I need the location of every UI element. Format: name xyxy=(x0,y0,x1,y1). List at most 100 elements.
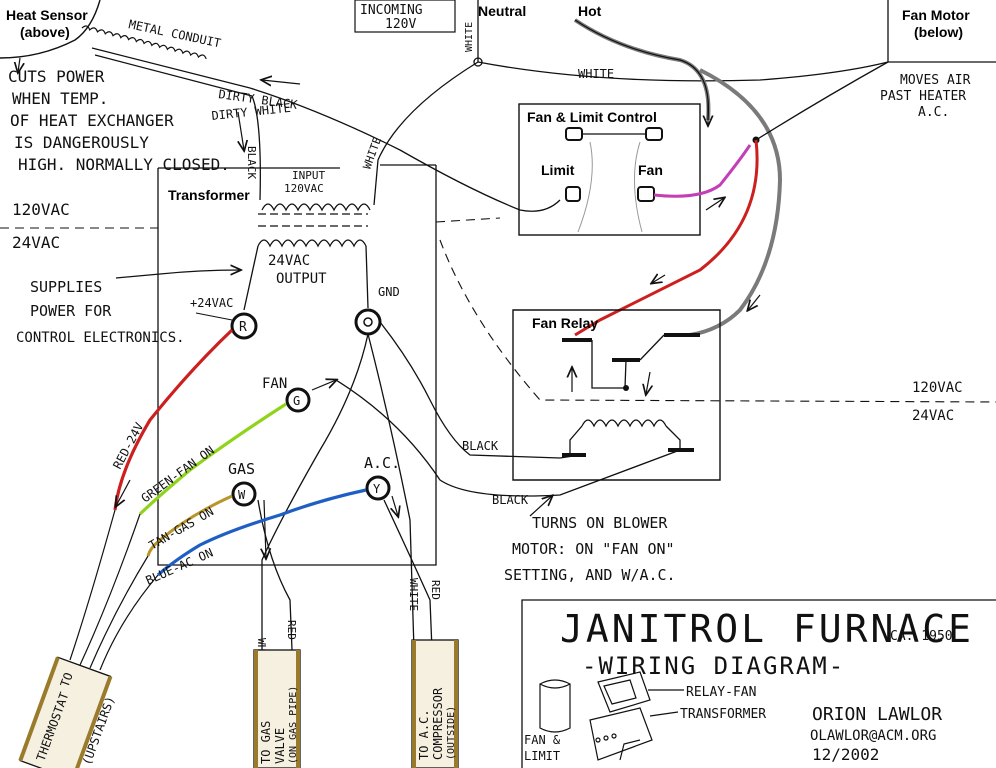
fan-terminal xyxy=(637,186,655,202)
tan-wire xyxy=(146,494,233,557)
vac120-right: 120VAC xyxy=(912,380,963,396)
dirty-black-arrow xyxy=(262,80,301,84)
supplies-arrow xyxy=(115,270,240,279)
to-gas-line3: (ON GAS PIPE) xyxy=(288,686,299,764)
terminal-w-letter: W xyxy=(238,488,246,502)
limit-terminal-top xyxy=(565,127,583,141)
fan-relay-label: Fan Relay xyxy=(532,315,598,331)
fan-terminal-label: FAN xyxy=(262,376,287,392)
moves-air-line3: A.C. xyxy=(918,105,949,120)
incoming-box xyxy=(354,0,456,33)
red-wire xyxy=(113,328,234,511)
black-label-2: BLACK xyxy=(492,493,529,507)
cuts-power-line1: CUTS POWER xyxy=(8,67,105,86)
moves-air-line1: MOVES AIR xyxy=(900,73,971,88)
secondary-to-gnd xyxy=(365,245,369,309)
gnd-to-gas-wire xyxy=(261,333,369,650)
author: ORION LAWLOR xyxy=(812,704,942,725)
hot-wire-edge xyxy=(574,19,710,121)
conduit-wires xyxy=(91,47,253,97)
to-gas-line1: TO GAS xyxy=(259,721,273,764)
plus24-label: +24VAC xyxy=(190,296,233,310)
fan-limit-small-2: LIMIT xyxy=(524,749,560,763)
relay-pivot xyxy=(623,385,629,391)
vac24-right: 24VAC xyxy=(912,408,954,424)
thermostat-cable xyxy=(18,656,113,768)
transformer-box xyxy=(157,165,437,566)
vac24-left: 24VAC xyxy=(12,233,60,252)
gas-label: GAS xyxy=(228,460,255,478)
terminal-y xyxy=(365,475,391,501)
gas-down-arrow xyxy=(264,499,266,558)
input-voltage: 120VAC xyxy=(284,182,324,195)
incoming-voltage: 120V xyxy=(385,17,416,32)
supplies-line2: POWER FOR xyxy=(30,302,112,320)
fan-relay-box xyxy=(512,309,721,481)
terminal-r-letter: R xyxy=(239,320,247,335)
terminal-g xyxy=(285,387,311,413)
to-ac-line2: COMPRESSOR xyxy=(431,687,445,760)
title: JANITROL FURNACE xyxy=(560,607,974,651)
to-gas-line2: VALVE xyxy=(273,728,287,764)
email: OLAWLOR@ACM.ORG xyxy=(810,728,936,744)
neutral-to-fan-motor xyxy=(477,61,889,82)
relay-coil-terminals xyxy=(562,448,694,457)
terminal-r xyxy=(230,312,258,340)
green-wire-label: GREEN-FAN ON xyxy=(139,443,217,505)
ac-cable xyxy=(411,639,459,768)
turns-on-line1: TURNS ON BLOWER xyxy=(532,514,668,532)
cuts-power-line2: WHEN TEMP. xyxy=(12,89,108,108)
cuts-power-arrow xyxy=(18,57,20,72)
hot-label: Hot xyxy=(578,3,602,19)
fan-label: Fan xyxy=(638,162,663,178)
metal-conduit xyxy=(81,25,207,60)
relay-coil-leads xyxy=(569,425,681,455)
fan-limit-control-box xyxy=(518,103,701,236)
fan-control-arrow xyxy=(705,198,724,211)
vac120-left: 120VAC xyxy=(12,200,70,219)
blue-wire xyxy=(156,488,367,577)
relay-switch-arm xyxy=(639,334,665,361)
fan-motor-sub: (below) xyxy=(914,24,963,40)
relay-down-arrow xyxy=(646,371,650,394)
relay-switch xyxy=(591,340,627,389)
fan-limit-small-1: FAN & xyxy=(524,733,561,747)
transformer-label: Transformer xyxy=(168,187,250,203)
gnd-to-ac-wire xyxy=(367,333,415,651)
turns-on-line3: SETTING, AND W/A.C. xyxy=(504,566,676,584)
supplies-line3: CONTROL ELECTRONICS. xyxy=(16,330,185,346)
relay-contacts xyxy=(562,333,700,362)
date: 12/2002 xyxy=(812,745,879,764)
voltage-divider-left xyxy=(0,217,501,229)
terminal-gnd-center xyxy=(363,317,373,327)
secondary-coil xyxy=(257,239,367,248)
relay-fan-small: RELAY-FAN xyxy=(686,685,756,700)
sensor-to-transformer-wire xyxy=(251,95,261,201)
neutral-junction xyxy=(473,57,483,67)
neutral-to-transformer xyxy=(373,61,479,206)
fan-term-arrow xyxy=(311,380,336,391)
black-relay-wire-2 xyxy=(335,379,681,497)
heat-sensor-label: Heat Sensor xyxy=(6,7,88,23)
fan-motor-wire xyxy=(755,61,889,141)
fan-terminal-top xyxy=(645,127,663,141)
gnd-label: GND xyxy=(378,285,400,299)
turns-on-arrow xyxy=(529,496,552,517)
to-ac-line3: (OUTSIDE) xyxy=(446,706,457,760)
furnace-sketch xyxy=(539,671,684,761)
terminal-w xyxy=(231,481,257,507)
relay-coil xyxy=(581,419,667,428)
input-label: INPUT xyxy=(292,169,325,182)
fan-motor-label: Fan Motor xyxy=(902,7,970,23)
red-wire-arrow xyxy=(116,479,131,506)
incoming-label: INCOMING xyxy=(360,3,423,18)
transformer-core xyxy=(258,213,368,227)
to-ac-line1: TO A.C. xyxy=(417,709,431,760)
white-ac-label: WHITE xyxy=(407,578,420,611)
cuts-power-line3: OF HEAT EXCHANGER xyxy=(10,111,174,130)
transformer-top xyxy=(158,164,436,169)
hot-relay-arrow xyxy=(748,294,761,310)
cuts-power-line5: HIGH. NORMALLY CLOSED. xyxy=(18,155,230,174)
fan-limit-control-label: Fan & Limit Control xyxy=(527,109,657,125)
